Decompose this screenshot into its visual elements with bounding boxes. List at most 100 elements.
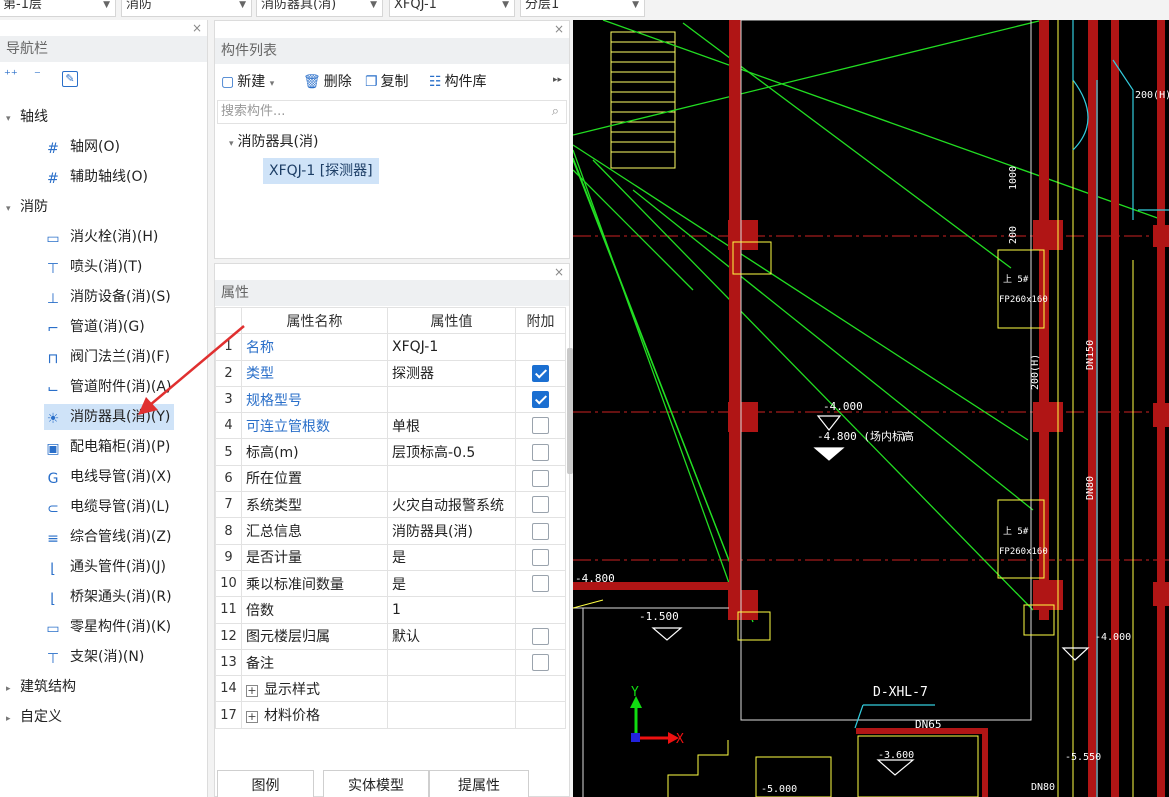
more-icon[interactable]: ▸▸: [553, 75, 563, 85]
nav-item[interactable]: #辅助轴线(O): [44, 164, 148, 190]
extra-checkbox[interactable]: [532, 575, 549, 593]
component-select[interactable]: XFQJ-1▼: [389, 0, 515, 17]
nav-item[interactable]: ⊓阀门法兰(消)(F): [44, 344, 170, 370]
close-icon[interactable]: ×: [191, 21, 202, 35]
chevron-right-icon[interactable]: ▸: [6, 714, 11, 724]
property-value[interactable]: 层顶标高-0.5: [387, 438, 516, 466]
nav-item[interactable]: ▭零星构件(消)(K): [44, 614, 171, 640]
delete-button[interactable]: 🗑删除: [303, 71, 352, 91]
nav-item[interactable]: ⊤喷头(消)(T): [44, 254, 143, 280]
extra-checkbox[interactable]: [532, 522, 549, 540]
copy-button[interactable]: ❐复制: [365, 71, 409, 91]
property-value[interactable]: 默认: [387, 622, 516, 650]
nav-item-icon: ▣: [46, 441, 60, 457]
cad-label: DN80: [1085, 476, 1096, 500]
property-value[interactable]: 1: [387, 596, 516, 624]
component-item-selected[interactable]: XFQJ-1 [探测器]: [263, 158, 379, 184]
new-button[interactable]: ▢新建 ▾: [221, 71, 274, 91]
nav-item[interactable]: ≡综合管线(消)(Z): [44, 524, 171, 550]
property-value[interactable]: [387, 675, 516, 703]
nav-item-label: 电缆导管(消)(L): [70, 499, 170, 515]
property-value[interactable]: [387, 385, 516, 414]
property-value[interactable]: 火灾自动报警系统: [387, 491, 516, 519]
panel-splitter-handle[interactable]: [567, 348, 573, 474]
expand-all-icon[interactable]: ⁺⁺: [4, 68, 18, 83]
extra-checkbox[interactable]: [532, 627, 549, 645]
chevron-down-icon[interactable]: ▾: [269, 79, 275, 89]
extra-checkbox[interactable]: [532, 364, 549, 382]
nav-item[interactable]: ⌊桥架通头(消)(R): [44, 584, 171, 610]
extra-checkbox[interactable]: [532, 654, 549, 671]
extra-checkbox[interactable]: [532, 417, 549, 435]
nav-item[interactable]: ⌙管道附件(消)(A): [44, 374, 171, 400]
nav-item[interactable]: ▭消火栓(消)(H): [44, 224, 158, 250]
floor-select[interactable]: 第-1层▼: [0, 0, 116, 17]
nav-group[interactable]: ▸自定义: [6, 704, 62, 730]
discipline-select[interactable]: 消防▼: [121, 0, 252, 17]
nav-item[interactable]: ⌊通头管件(消)(J): [44, 554, 166, 580]
chevron-right-icon[interactable]: ▸: [6, 684, 11, 694]
property-value[interactable]: [387, 701, 516, 729]
extra-checkbox[interactable]: [532, 469, 549, 487]
property-value[interactable]: 探测器: [387, 359, 516, 387]
nav-group[interactable]: ▸建筑结构: [6, 674, 76, 700]
close-icon[interactable]: ×: [553, 265, 564, 279]
legend-button[interactable]: 图例: [217, 770, 314, 797]
property-name: 系统类型: [241, 491, 388, 519]
extra-checkbox[interactable]: [532, 391, 549, 409]
outlines: [573, 20, 1032, 797]
search-icon[interactable]: ⌕: [551, 104, 559, 119]
chevron-down-icon[interactable]: ▾: [6, 204, 11, 214]
cad-label: 上 5#: [1003, 274, 1029, 285]
collapse-all-icon[interactable]: ⁻: [34, 68, 41, 83]
search-input[interactable]: 搜索构件...⌕: [217, 100, 567, 124]
property-value[interactable]: 是: [387, 569, 516, 598]
component-group[interactable]: ▾消防器具(消): [229, 131, 318, 151]
property-name: 标高(m): [241, 438, 388, 466]
expand-icon[interactable]: +: [246, 683, 258, 697]
nav-item[interactable]: ▣配电箱柜(消)(P): [44, 434, 170, 460]
nav-item-icon: ⊤: [46, 261, 60, 277]
property-extra-cell: [515, 333, 566, 361]
expand-icon[interactable]: +: [246, 710, 258, 724]
chevron-down-icon[interactable]: ▾: [6, 114, 11, 124]
nav-item[interactable]: #轴网(O): [44, 134, 120, 160]
layer-select[interactable]: 分层1▼: [520, 0, 645, 17]
property-name: 倍数: [241, 596, 388, 624]
nav-item[interactable]: ⌐管道(消)(G): [44, 314, 145, 340]
nav-group[interactable]: ▾消防: [6, 194, 48, 220]
property-row[interactable]: 17+材料价格: [215, 701, 566, 729]
nav-item-icon: #: [47, 171, 59, 187]
solid-model-button[interactable]: 实体模型: [323, 770, 429, 797]
chevron-down-icon[interactable]: ▾: [229, 139, 234, 149]
extract-properties-button[interactable]: 提属性: [429, 770, 529, 797]
property-value[interactable]: XFQJ-1: [387, 333, 516, 361]
nav-item[interactable]: ⊥消防设备(消)(S): [44, 284, 171, 310]
nav-item[interactable]: ⊂电缆导管(消)(L): [44, 494, 170, 520]
property-value[interactable]: 消防器具(消): [387, 517, 516, 545]
property-name-label: 倍数: [246, 602, 274, 619]
extra-checkbox[interactable]: [532, 548, 549, 566]
close-icon[interactable]: ×: [553, 22, 564, 36]
cad-canvas[interactable]: -4.000 -4.800 (场内标高 ) -4.800 -1.500 D-XH…: [573, 20, 1169, 797]
extra-checkbox[interactable]: [532, 496, 549, 514]
component-library-button[interactable]: ☷构件库: [429, 71, 487, 91]
property-value[interactable]: [387, 648, 516, 677]
edit-icon[interactable]: ✎: [62, 71, 78, 87]
component-type-select[interactable]: 消防器具(消)▼: [256, 0, 383, 17]
nav-group[interactable]: ▾轴线: [6, 104, 48, 130]
nav-item-label: 电线导管(消)(X): [70, 469, 172, 485]
nav-item[interactable]: ⊤支架(消)(N): [44, 644, 144, 670]
extra-checkbox[interactable]: [532, 443, 549, 461]
